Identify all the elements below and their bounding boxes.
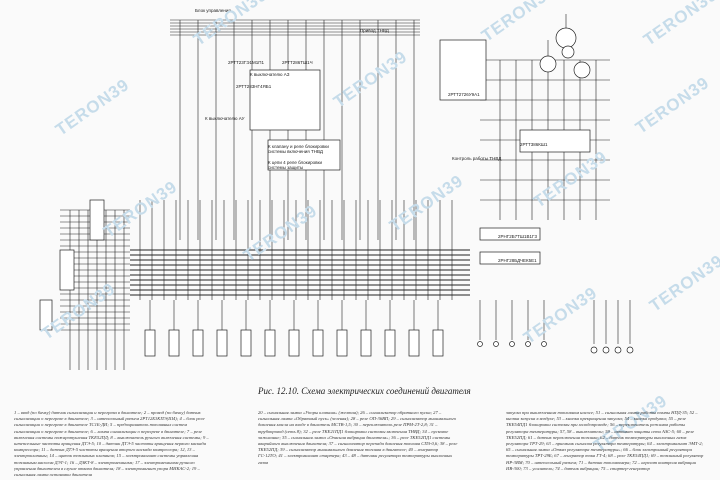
wire-label-7: 2РТТ386КШ1: [520, 142, 548, 147]
ref-label-5: Контроль работы ТНВД: [452, 156, 502, 161]
legend-column-3: запуска при выключенном топливном насосе…: [506, 410, 704, 471]
components: [39, 27, 634, 357]
ref-label-3: К клапану и реле блокировки системы вклю…: [268, 144, 329, 154]
ref-label-1: К выключателю АУ: [205, 116, 245, 121]
ref-label-6: Привод ТНВД: [360, 28, 389, 33]
top-header-label: Блок управления: [195, 8, 231, 13]
figure-caption: Рис. 12.10. Схема электрических соединен…: [258, 386, 471, 396]
legend-column-2: 20 – сигнальная лампа «Упоры клапана» (ж…: [258, 410, 458, 465]
wire-label-6: 2РНГ28БДЧЕК5Е1: [498, 258, 537, 263]
legend-column-1: 1 – ввод (по бачку) датчик сигнализации …: [14, 410, 209, 478]
ref-label-4: К цепи 4 реле блокировки системы защиты: [268, 160, 323, 170]
ref-label-2: К выключателю АЗ: [250, 72, 290, 77]
wire-label-4: 2РТТ2726У9А1: [448, 92, 480, 97]
wire-label-5: 2РНГ2Б7ТШ1В1Г3: [498, 234, 537, 239]
wiring-lines: [60, 14, 631, 370]
wire-label-1: 2РТТ23ГЭ1М1П1: [228, 60, 264, 65]
wire-label-3: 2РТТ283НГ4ЯБ1: [236, 84, 272, 89]
wire-label-2: 2РТТ286ТШ1Ч: [282, 60, 313, 65]
